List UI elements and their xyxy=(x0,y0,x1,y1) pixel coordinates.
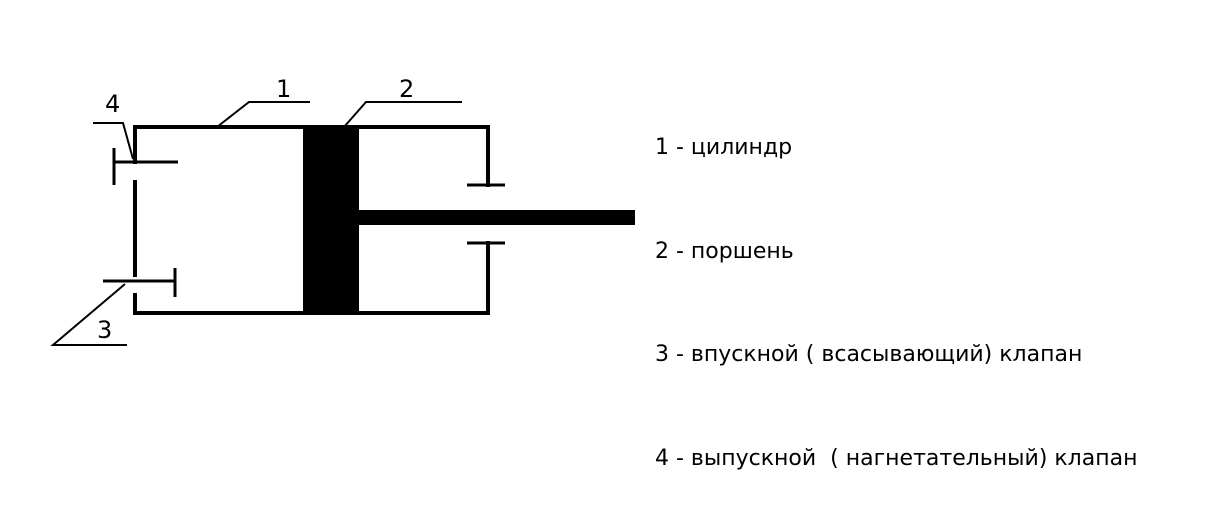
callout-2: 2 xyxy=(399,75,414,103)
rod-seal xyxy=(467,183,505,245)
leader-line-3 xyxy=(50,283,127,346)
legend-item-cylinder: 1 - цилиндр xyxy=(655,135,793,160)
leader-lines xyxy=(50,101,462,346)
piston-rod xyxy=(358,210,635,225)
callout-3: 3 xyxy=(97,316,112,344)
legend: 1 - цилиндр 2 - поршень 3 - впускной ( в… xyxy=(655,62,1137,511)
compressor-schematic: 1 2 3 4 xyxy=(50,75,635,346)
piston xyxy=(303,127,359,314)
legend-item-piston: 2 - поршень xyxy=(655,238,794,264)
exhaust-valve xyxy=(112,148,178,185)
callout-4: 4 xyxy=(105,90,120,118)
legend-item-intake-valve: 3 - впускной ( всасывающий) клапан xyxy=(655,342,1083,367)
callout-1: 1 xyxy=(276,75,291,103)
leader-line-2 xyxy=(343,101,462,128)
leader-line-4 xyxy=(93,122,134,160)
legend-item-exhaust-valve: 4 - выпускной ( нагнетательный) клапан xyxy=(655,445,1138,471)
intake-valve xyxy=(103,268,177,297)
leader-line-1 xyxy=(216,101,310,128)
